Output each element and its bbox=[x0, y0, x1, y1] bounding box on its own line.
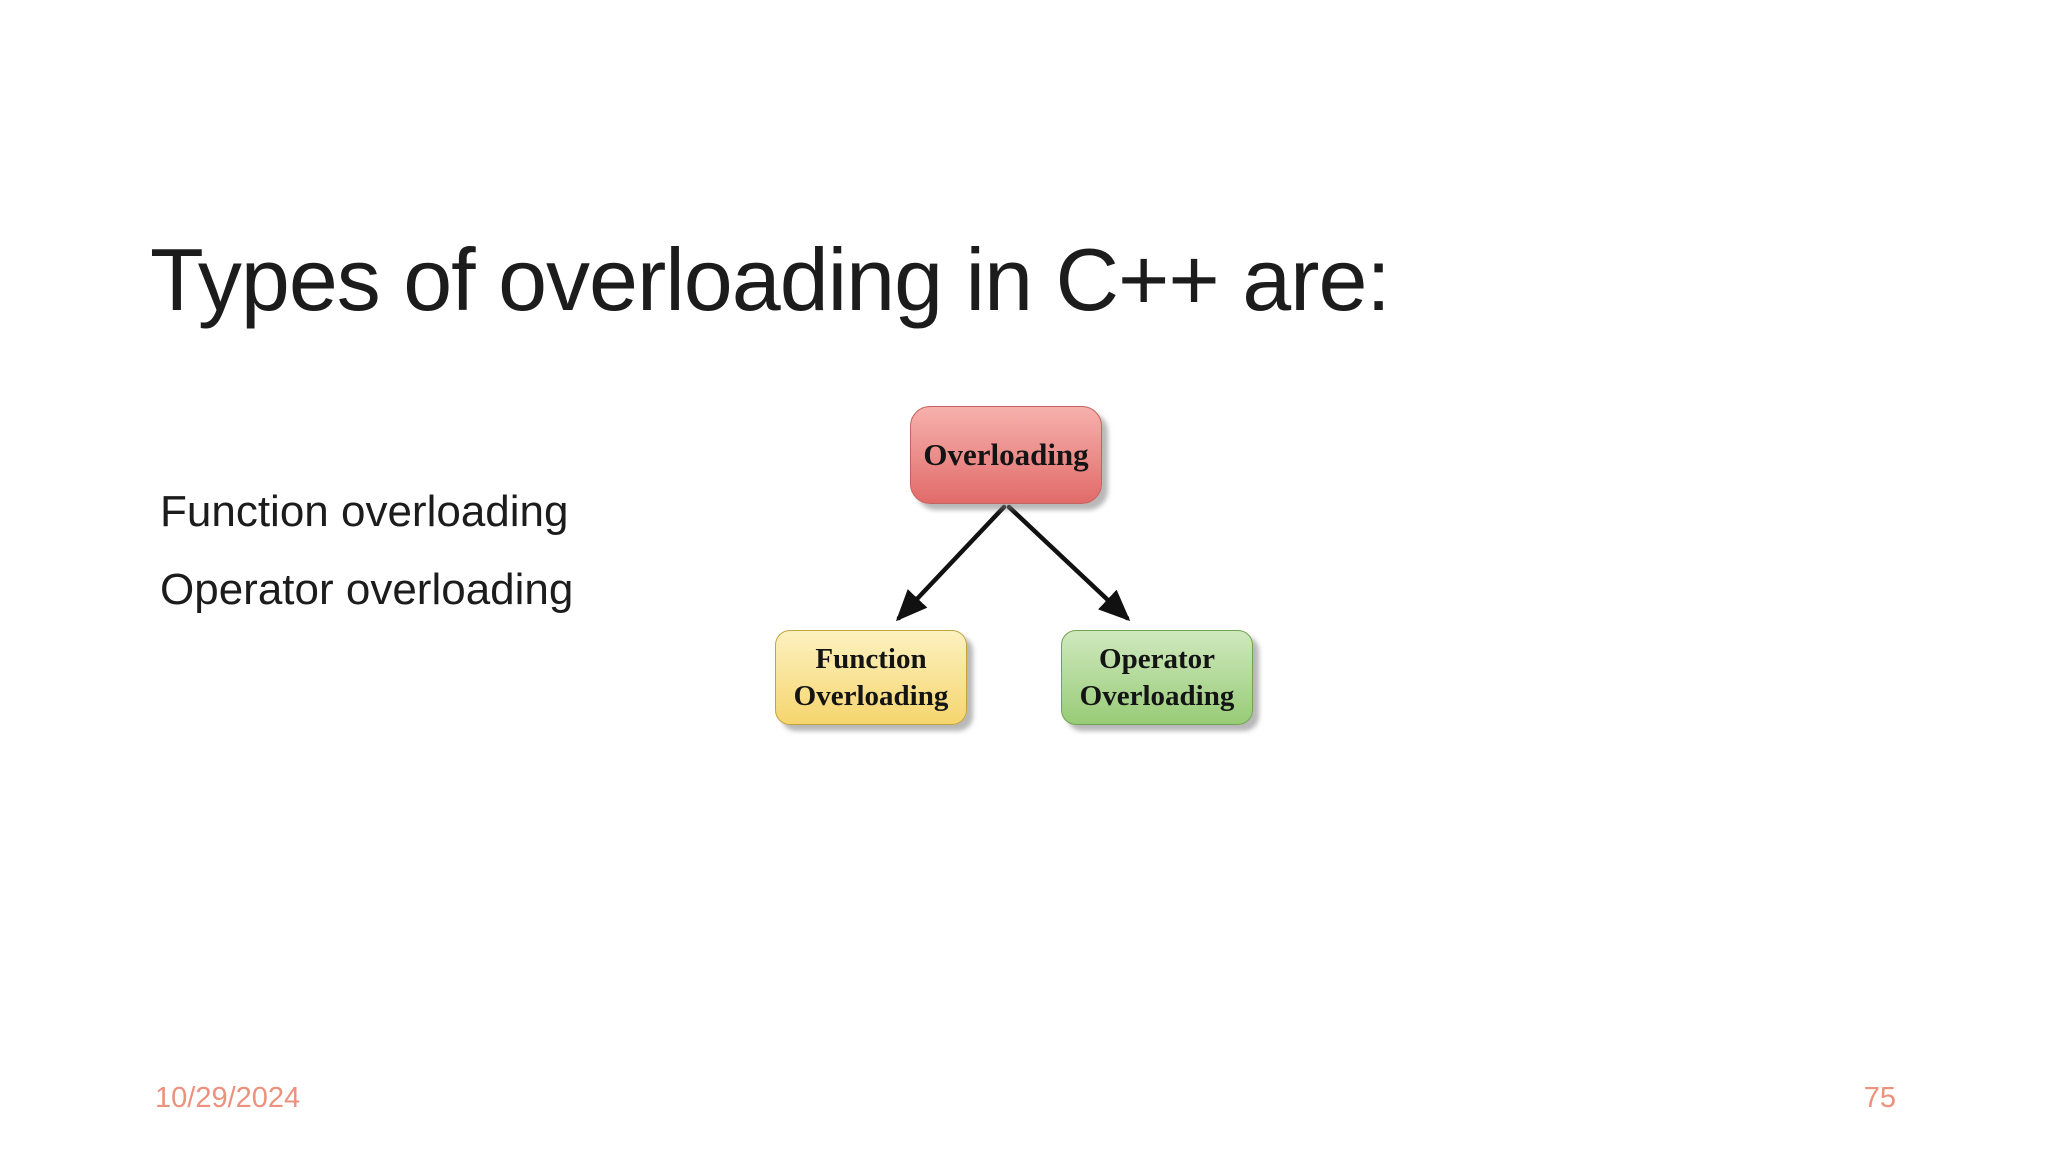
slide-title: Types of overloading in C++ are: bbox=[150, 230, 1391, 329]
footer-page-number: 75 bbox=[1863, 1082, 1896, 1114]
arrow-root-to-function bbox=[895, 504, 1007, 622]
body-text-block: Function overloading Operator overloadin… bbox=[160, 490, 573, 646]
diagram-node-function-overloading: Function Overloading bbox=[775, 630, 967, 725]
body-line-operator-overloading: Operator overloading bbox=[160, 565, 574, 614]
body-line-function-overloading: Function overloading bbox=[160, 487, 569, 536]
footer-date: 10/29/2024 bbox=[155, 1082, 301, 1114]
arrow-root-to-operator bbox=[1006, 504, 1131, 622]
diagram-node-operator-overloading: Operator Overloading bbox=[1061, 630, 1253, 725]
diagram-node-overloading: Overloading bbox=[910, 406, 1102, 504]
